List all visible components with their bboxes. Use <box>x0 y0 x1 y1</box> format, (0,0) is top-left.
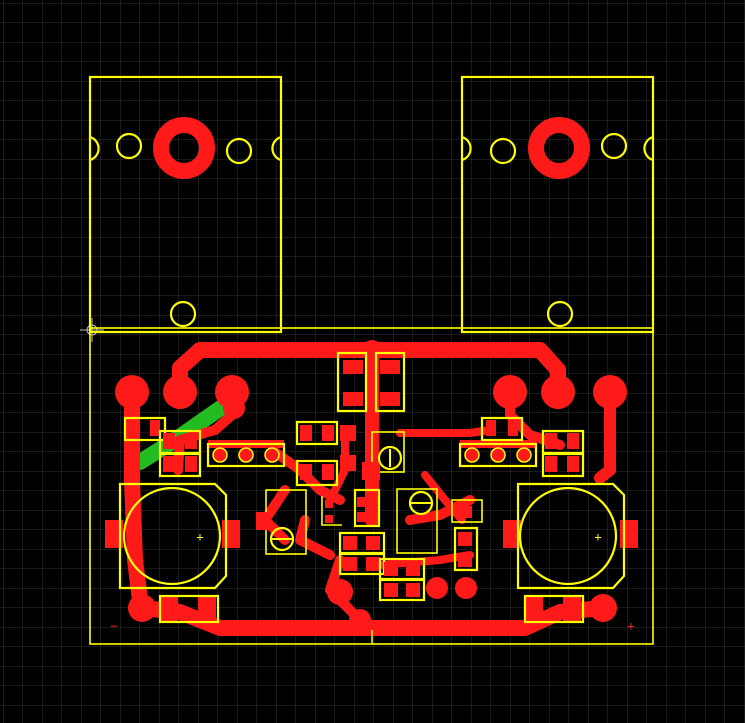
audio-jack-left[interactable] <box>88 75 283 334</box>
smd-resistor[interactable] <box>374 351 406 413</box>
origin-crosshair-icon <box>80 318 104 342</box>
smd-resistor[interactable] <box>158 429 202 455</box>
audio-jack-right[interactable] <box>460 75 655 334</box>
trimmer-pot-center[interactable] <box>362 431 405 480</box>
pad[interactable] <box>327 579 353 605</box>
smd-resistor[interactable] <box>541 452 585 478</box>
electrolytic-capacitor-right[interactable]: + <box>503 482 638 590</box>
pin-header-icon <box>212 447 280 463</box>
pad[interactable] <box>115 375 149 409</box>
trimmer-pot-left[interactable] <box>256 489 307 555</box>
through-hole-pads <box>115 340 627 631</box>
pad[interactable] <box>455 577 477 599</box>
pad[interactable] <box>223 397 245 419</box>
pad[interactable] <box>426 577 448 599</box>
audio-jack-icon <box>528 117 590 179</box>
smd-capacitor[interactable] <box>295 459 339 487</box>
pin-header-left[interactable] <box>206 440 286 468</box>
smd-ic-chip[interactable] <box>321 488 381 528</box>
smd-resistor[interactable] <box>158 452 202 478</box>
plus-polarity-label: + <box>627 619 634 633</box>
electrolytic-capacitor-icon <box>518 486 618 586</box>
pin-header-icon <box>464 447 532 463</box>
pad[interactable] <box>589 594 617 622</box>
pad[interactable] <box>349 609 371 631</box>
trimmer-pot-right[interactable] <box>396 488 438 554</box>
smd-resistor[interactable] <box>158 594 220 624</box>
smd-resistor[interactable] <box>523 594 585 624</box>
smd-resistor[interactable] <box>123 416 167 442</box>
smd-resistor[interactable] <box>336 351 368 413</box>
cap-left-plus-label: + <box>196 530 203 544</box>
smd-resistor[interactable] <box>378 557 426 581</box>
smd-resistor[interactable] <box>480 416 524 442</box>
pin-header-right[interactable] <box>458 440 538 468</box>
pad[interactable] <box>128 594 156 622</box>
pad[interactable] <box>493 375 527 409</box>
electrolytic-capacitor-icon <box>122 486 222 586</box>
electrolytic-capacitor-left[interactable]: + <box>105 482 240 590</box>
pad[interactable] <box>593 375 627 409</box>
smd-resistor[interactable] <box>338 552 386 576</box>
trimmer-potentiometer-icon <box>377 445 403 471</box>
smd-resistor[interactable] <box>378 578 426 602</box>
cap-right-plus-label: + <box>594 530 601 544</box>
pad[interactable] <box>163 375 197 409</box>
smd-resistor[interactable] <box>451 499 483 572</box>
smd-capacitor[interactable] <box>295 420 339 446</box>
smd-components <box>123 351 585 624</box>
pad[interactable] <box>541 375 575 409</box>
audio-jack-icon <box>153 117 215 179</box>
smd-capacitor[interactable] <box>340 425 356 471</box>
minus-polarity-label: − <box>110 619 117 633</box>
